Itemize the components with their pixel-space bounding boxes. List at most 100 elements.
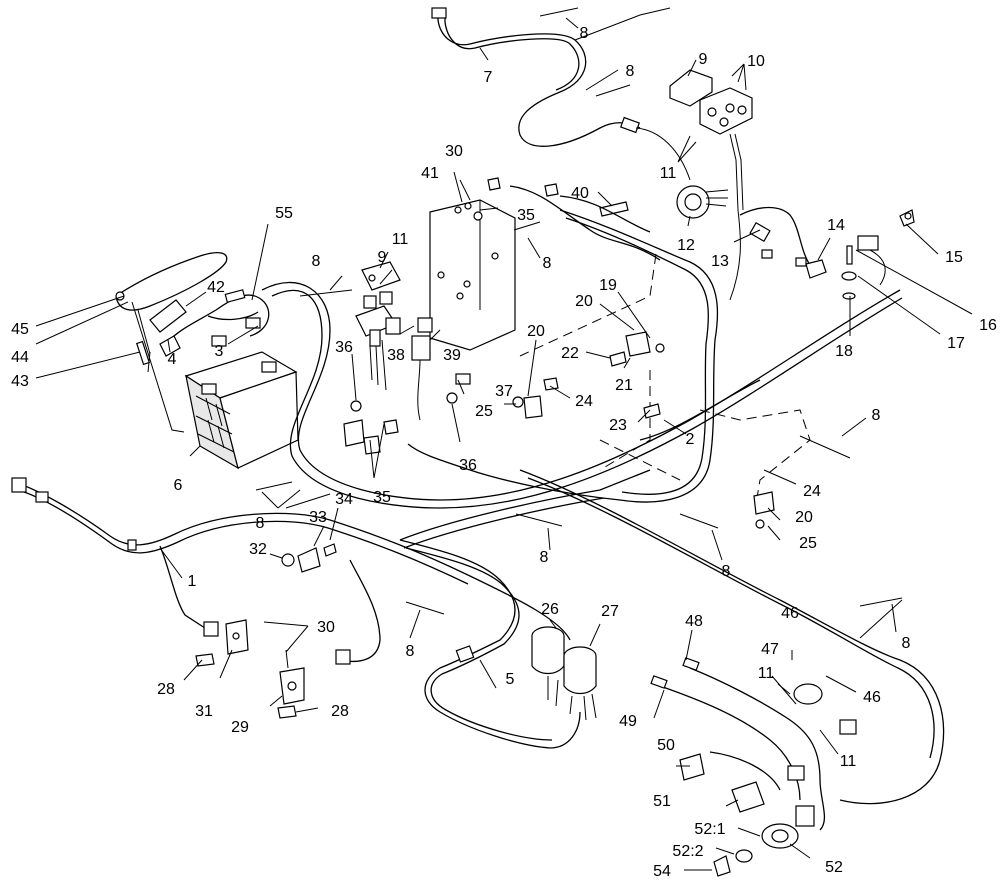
callout-54: 54	[653, 863, 671, 880]
callout-labels: 1 2 3 4 5 6 7 8 8 8 8 8 8 8 8 8 8 9 9 10…	[11, 25, 997, 880]
callout-42: 42	[207, 279, 225, 296]
callout-5: 5	[506, 671, 515, 688]
callout-23: 23	[609, 417, 627, 434]
harness-2	[407, 209, 761, 503]
callout-43: 43	[11, 373, 29, 390]
callout-25-a: 25	[475, 403, 493, 420]
callout-20-a: 20	[575, 293, 593, 310]
callout-3: 3	[215, 343, 224, 360]
reference-dashes	[519, 253, 811, 505]
callout-24-b: 24	[803, 483, 821, 500]
bracket-29-31	[195, 619, 305, 719]
callout-11-a: 11	[660, 165, 677, 182]
controls-48-54	[650, 657, 857, 877]
callout-15: 15	[945, 249, 963, 266]
callout-39: 39	[443, 347, 461, 364]
callout-11-c: 11	[758, 665, 775, 682]
battery-cables	[149, 289, 270, 357]
callout-11-d: 11	[840, 753, 857, 770]
callout-8-f: 8	[256, 515, 265, 532]
mounting-panel	[429, 199, 516, 351]
callout-9-b: 9	[378, 249, 387, 266]
callout-48: 48	[685, 613, 703, 630]
callout-10: 10	[747, 53, 765, 70]
callout-36-b: 36	[459, 457, 477, 474]
harness-5	[399, 539, 581, 749]
callout-50: 50	[657, 737, 675, 754]
leader-lines	[35, 17, 973, 871]
callout-8-g: 8	[540, 549, 549, 566]
callout-6: 6	[174, 477, 183, 494]
callout-25-b: 25	[799, 535, 817, 552]
callout-31: 31	[195, 703, 213, 720]
callout-8-h: 8	[722, 563, 731, 580]
ignition-switch-12	[676, 185, 729, 219]
callout-51: 51	[653, 793, 671, 810]
rod-43-45	[115, 251, 228, 433]
callout-19: 19	[599, 277, 617, 294]
callout-17: 17	[947, 335, 965, 352]
callout-32: 32	[249, 541, 267, 558]
callout-4: 4	[168, 351, 177, 368]
callout-52: 52	[825, 859, 843, 876]
callout-28-a: 28	[157, 681, 175, 698]
fuse-block-38-39	[411, 317, 433, 421]
callout-8-i: 8	[406, 643, 415, 660]
callout-18: 18	[835, 343, 853, 360]
battery-6	[184, 351, 299, 470]
callout-30-a: 30	[445, 143, 463, 160]
gauges-26-27	[531, 626, 597, 721]
callout-20-c: 20	[795, 509, 813, 526]
callout-38: 38	[387, 347, 405, 364]
callout-55: 55	[275, 205, 293, 222]
drawing-layer	[11, 7, 945, 877]
callout-44: 44	[11, 349, 29, 366]
callout-35-a: 35	[517, 207, 535, 224]
callout-37: 37	[495, 383, 513, 400]
callout-8-b: 8	[626, 63, 635, 80]
callout-26: 26	[541, 601, 559, 618]
hardware-14-18	[805, 209, 915, 300]
callout-8-d: 8	[312, 253, 321, 270]
callout-49: 49	[619, 713, 637, 730]
relay-block-9-10	[669, 69, 753, 301]
callout-2: 2	[686, 431, 695, 448]
harness-right-lower	[519, 469, 945, 805]
connector-13	[739, 206, 811, 267]
callout-36-a: 36	[335, 339, 353, 356]
callout-34: 34	[335, 491, 353, 508]
callout-20-b: 20	[527, 323, 545, 340]
callout-8-j: 8	[902, 635, 911, 652]
callout-8-a: 8	[580, 25, 589, 42]
callout-8-c: 8	[543, 255, 552, 272]
callout-47: 47	[761, 641, 779, 658]
callout-46-b: 46	[863, 689, 881, 706]
callout-27: 27	[601, 603, 619, 620]
callout-16: 16	[979, 317, 997, 334]
main-harness-1	[11, 477, 571, 641]
callout-40: 40	[571, 185, 589, 202]
callout-7: 7	[484, 69, 493, 86]
callout-1: 1	[188, 573, 197, 590]
callout-24-a: 24	[575, 393, 593, 410]
harness-loop-center	[261, 281, 903, 549]
callout-28-b: 28	[331, 703, 349, 720]
callout-33: 33	[309, 509, 327, 526]
callout-52-2: 52:2	[672, 843, 703, 860]
harness-7	[431, 7, 691, 181]
callout-30-b: 30	[317, 619, 335, 636]
relay-bank-9	[355, 261, 401, 391]
callout-45: 45	[11, 321, 29, 338]
callout-9-a: 9	[699, 51, 708, 68]
callout-29: 29	[231, 719, 249, 736]
callout-11-b: 11	[392, 231, 409, 248]
callout-13: 13	[711, 253, 729, 270]
harness-8-left-lead	[335, 559, 381, 665]
components-36-37	[343, 373, 471, 455]
callout-21: 21	[615, 377, 633, 394]
terminal-leads-8	[255, 7, 903, 615]
callout-22: 22	[561, 345, 579, 362]
callout-35-b: 35	[373, 489, 391, 506]
callout-52-1: 52:1	[694, 821, 725, 838]
